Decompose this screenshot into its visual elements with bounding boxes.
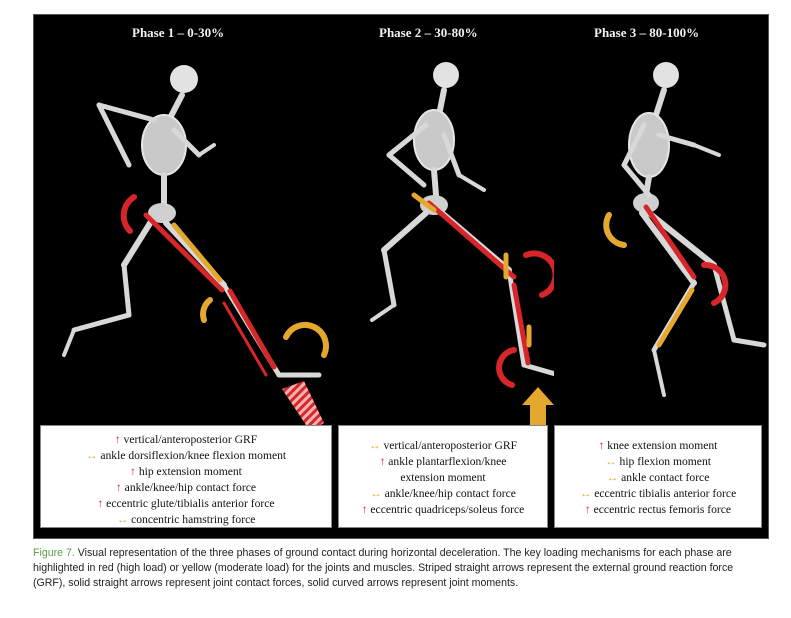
phase-1-item: ↑ ankle/knee/hip contact force [115, 481, 257, 494]
phase-2-item: ↑ ankle plantarflexion/knee [379, 455, 507, 468]
phase-1-item: ↑ eccentric glute/tibialis anterior forc… [97, 497, 275, 510]
phase-3-item: ↑ knee extension moment [598, 439, 718, 452]
phase-1-title: Phase 1 – 0-30% [132, 25, 225, 40]
figure-caption: Figure 7. Visual representation of the t… [33, 546, 763, 591]
figure-caption-text: Visual representation of the three phase… [33, 547, 734, 589]
phase-2-legend-box: ↔ vertical/anteroposterior GRF ↑ ankle p… [338, 425, 548, 528]
phase-2-title: Phase 2 – 30-80% [379, 25, 478, 40]
phase-2-item: ↔ vertical/anteroposterior GRF [368, 439, 518, 452]
phase-3-item: ↑ eccentric rectus femoris force [584, 503, 732, 516]
phase-2-item: ↔ ankle/knee/hip contact force [370, 487, 516, 500]
phase-2-item: extension moment [400, 471, 486, 484]
phase-1-item: ↑ hip extension moment [130, 465, 242, 478]
figure-panel: Phase 1 – 0-30% Phase 2 – 30-80% Phase 3… [33, 14, 769, 539]
figure-caption-label: Figure 7. [33, 547, 75, 559]
phase-2-item: ↑ eccentric quadriceps/soleus force [361, 503, 525, 516]
phase-2-skeleton-illustration [370, 62, 554, 437]
phase-3-item: ↔ eccentric tibialis anterior force [579, 487, 737, 500]
phase-1-legend-box: ↑ vertical/anteroposterior GRF ↔ ankle d… [40, 425, 332, 528]
phase-3-item: ↔ ankle contact force [606, 471, 710, 484]
phase-1-item: ↔ ankle dorsiflexion/knee flexion moment [85, 449, 287, 462]
phase-3-legend-box: ↑ knee extension moment ↔ hip flexion mo… [554, 425, 762, 528]
phase-1-item: ↔ concentric hamstring force [116, 513, 256, 526]
phase-3-title: Phase 3 – 80-100% [594, 25, 700, 40]
phase-3-item: ↔ hip flexion moment [605, 455, 711, 468]
phase-1-skeleton-illustration [62, 65, 329, 431]
phase-1-item: ↑ vertical/anteroposterior GRF [114, 433, 258, 446]
phase-3-skeleton-illustration [603, 62, 767, 397]
